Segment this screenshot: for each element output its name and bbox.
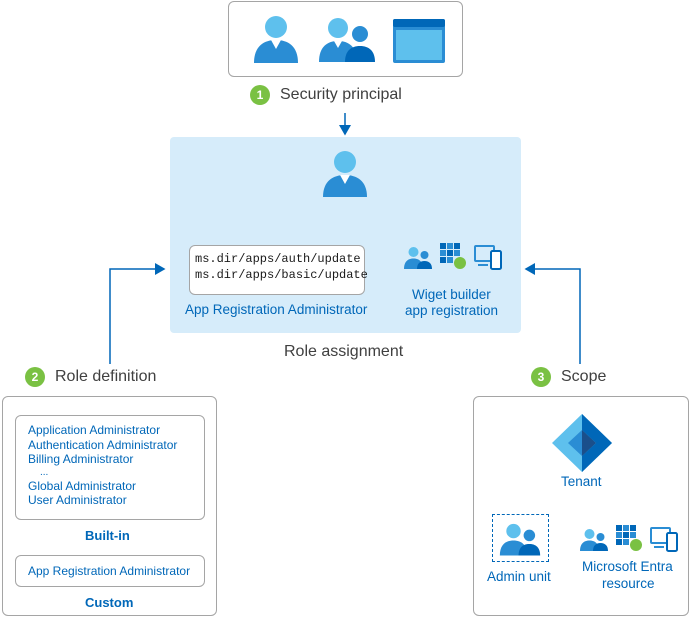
entra-diamond-icon (552, 414, 612, 472)
builtin-role: Global Administrator (28, 478, 137, 493)
role-assignment-title: Role assignment (284, 343, 404, 360)
role-assignment-panel: ms.dir/apps/auth/update ms.dir/apps/basi… (170, 137, 521, 333)
builtin-role: User Administrator (28, 493, 127, 507)
security-principal-label: 1 Security principal (250, 85, 402, 105)
permission-line: ms.dir/apps/auth/update (195, 252, 361, 266)
step-badge-3: 3 (531, 367, 551, 387)
assigned-scope-name-line2: app registration (405, 303, 499, 318)
role-definition-title: Role definition (55, 368, 157, 385)
step-badge-2: 2 (25, 367, 45, 387)
tenant-label: Tenant (561, 474, 602, 489)
step-badge-1: 1 (250, 85, 270, 105)
scope-group-icon (404, 247, 432, 269)
builtin-role: Billing Administrator (28, 452, 134, 466)
security-principal-box (228, 1, 463, 77)
scope-grid-app-icon (440, 243, 466, 269)
app-window-icon (393, 19, 445, 63)
role-definition-label: 2 Role definition (25, 367, 156, 387)
permission-line: ms.dir/apps/basic/update (195, 268, 368, 282)
scope-box: Tenant Admin unit Microsoft Entra re (473, 396, 689, 616)
assigned-scope-name-line1: Wiget builder (412, 287, 491, 302)
builtin-role: Application Administrator (28, 423, 161, 437)
builtin-role-ellipsis: ... (40, 466, 49, 478)
resource-grid-app-icon (616, 525, 642, 551)
resource-label-line2: resource (602, 576, 655, 591)
builtin-label: Built-in (85, 528, 130, 543)
custom-role: App Registration Administrator (28, 564, 191, 578)
builtin-roles-list: Application Administrator Authentication… (15, 415, 205, 520)
builtin-role: Authentication Administrator (28, 437, 178, 452)
scope-title: Scope (561, 368, 607, 385)
custom-label: Custom (85, 595, 134, 610)
resource-devices-icon (650, 527, 678, 552)
resource-group-icon (580, 529, 608, 551)
permissions-box: ms.dir/apps/auth/update ms.dir/apps/basi… (189, 245, 368, 295)
admin-unit-label: Admin unit (487, 569, 551, 584)
assigned-user-icon (323, 151, 367, 197)
scope-to-assignment-arrow (524, 263, 581, 364)
scope-label: 3 Scope (531, 367, 606, 387)
resource-label-line1: Microsoft Entra (582, 559, 673, 574)
definition-to-assignment-arrow (109, 263, 166, 364)
user-icon (254, 16, 298, 63)
assigned-role-name: App Registration Administrator (185, 302, 368, 317)
security-principal-title: Security principal (280, 86, 402, 103)
group-icon (319, 18, 375, 62)
custom-roles-list: App Registration Administrator (15, 555, 205, 587)
admin-unit-group-icon (499, 523, 541, 556)
scope-devices-icon (474, 245, 502, 270)
role-definition-box: Application Administrator Authentication… (2, 396, 217, 616)
admin-unit-frame (492, 514, 549, 562)
